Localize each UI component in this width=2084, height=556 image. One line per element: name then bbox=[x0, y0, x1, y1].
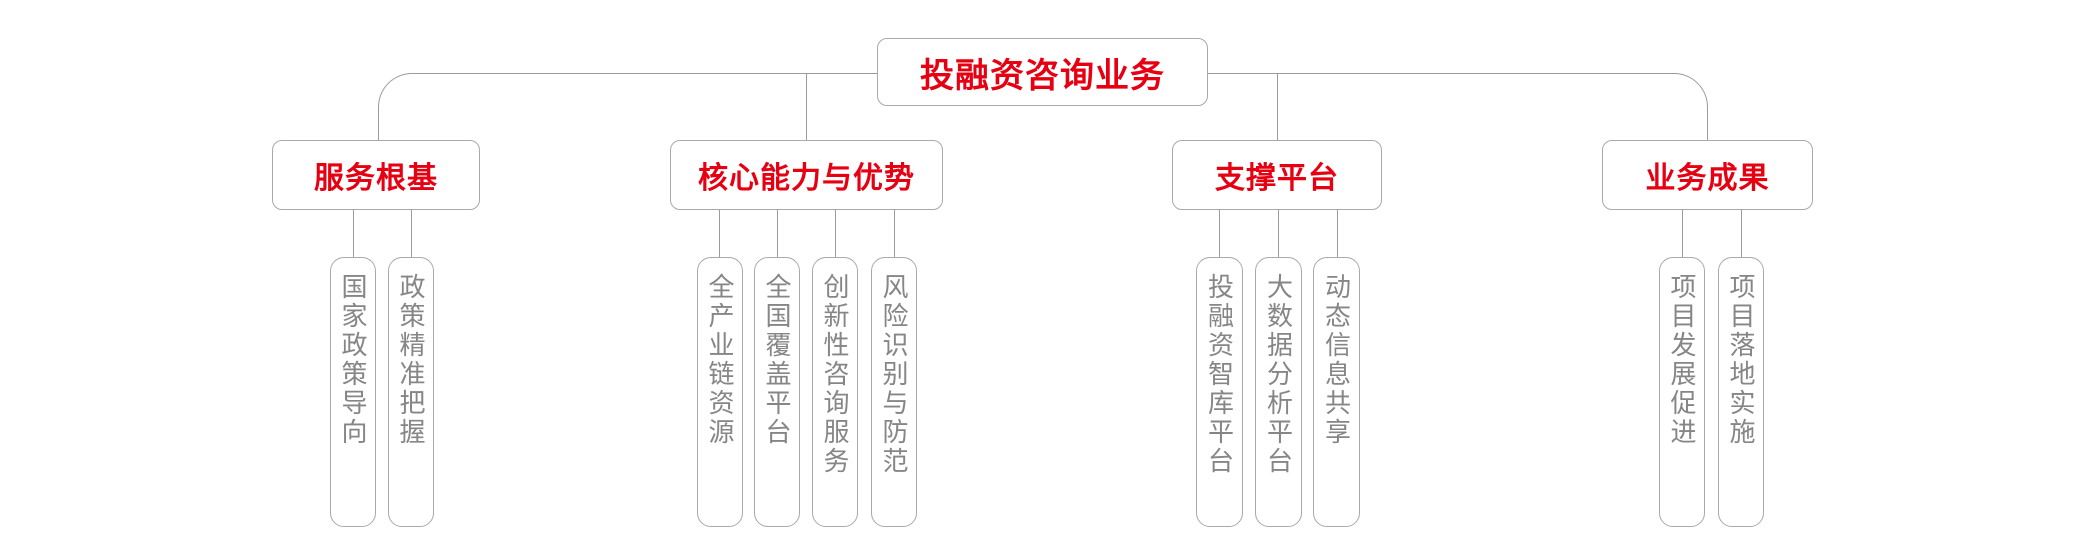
leaf-node-label: 项目落地实施 bbox=[1726, 273, 1756, 447]
connector-leaf bbox=[777, 210, 778, 257]
leaf-node-dynamic-info-sharing: 动态信息共享 bbox=[1313, 257, 1360, 527]
leaf-node-risk-identification-prevention: 风险识别与防范 bbox=[871, 257, 917, 527]
connector-leaf bbox=[719, 210, 720, 257]
root-node-label: 投融资咨询业务 bbox=[920, 56, 1165, 95]
branch-header-label: 支撑平台 bbox=[1215, 162, 1339, 195]
connector-leaf bbox=[1741, 210, 1742, 257]
leaf-node-label: 创新性咨询服务 bbox=[820, 273, 850, 476]
leaf-node-full-industry-chain-resources: 全产业链资源 bbox=[697, 257, 743, 527]
connector-leaf bbox=[1682, 210, 1683, 257]
leaf-node-investment-financing-think-tank-platform: 投融资智库平台 bbox=[1196, 257, 1243, 527]
branch-header-label: 服务根基 bbox=[314, 162, 438, 195]
leaf-node-label: 全产业链资源 bbox=[705, 273, 735, 447]
connector-leaf bbox=[411, 210, 412, 257]
connector-leaf bbox=[353, 210, 354, 257]
connector-drop-branch-3 bbox=[1277, 73, 1278, 140]
leaf-node-national-policy-guidance: 国家政策导向 bbox=[330, 257, 376, 527]
leaf-node-label: 动态信息共享 bbox=[1321, 273, 1352, 447]
leaf-node-big-data-analysis-platform: 大数据分析平台 bbox=[1255, 257, 1302, 527]
leaf-node-label: 投融资智库平台 bbox=[1204, 273, 1235, 476]
connector-trunk-left bbox=[378, 73, 877, 140]
branch-header-business-results: 业务成果 bbox=[1602, 140, 1813, 210]
leaf-node-innovative-consulting-services: 创新性咨询服务 bbox=[812, 257, 858, 527]
connector-leaf bbox=[1278, 210, 1279, 257]
connector-leaf bbox=[1337, 210, 1338, 257]
leaf-node-label: 项目发展促进 bbox=[1667, 273, 1697, 447]
connector-trunk-right bbox=[1208, 73, 1708, 140]
branch-header-label: 业务成果 bbox=[1645, 162, 1770, 195]
leaf-node-label: 大数据分析平台 bbox=[1263, 273, 1294, 476]
leaf-node-project-development-promotion: 项目发展促进 bbox=[1659, 257, 1705, 527]
root-node-investment-financing-consulting: 投融资咨询业务 bbox=[877, 38, 1208, 106]
leaf-node-label: 全国覆盖平台 bbox=[762, 273, 792, 447]
leaf-node-label: 国家政策导向 bbox=[338, 273, 368, 447]
leaf-node-project-landing-implementation: 项目落地实施 bbox=[1718, 257, 1764, 527]
branch-header-core-capabilities-advantages: 核心能力与优势 bbox=[670, 140, 943, 210]
connector-drop-branch-2 bbox=[806, 73, 807, 140]
branch-header-support-platform: 支撑平台 bbox=[1172, 140, 1382, 210]
leaf-node-national-coverage-platform: 全国覆盖平台 bbox=[754, 257, 800, 527]
connector-leaf bbox=[1219, 210, 1220, 257]
branch-header-service-foundation: 服务根基 bbox=[272, 140, 480, 210]
leaf-node-label: 政策精准把握 bbox=[396, 273, 426, 447]
connector-leaf bbox=[894, 210, 895, 257]
leaf-node-precise-policy-grasp: 政策精准把握 bbox=[388, 257, 434, 527]
leaf-node-label: 风险识别与防范 bbox=[879, 273, 909, 476]
connector-leaf bbox=[835, 210, 836, 257]
branch-header-label: 核心能力与优势 bbox=[698, 162, 915, 195]
